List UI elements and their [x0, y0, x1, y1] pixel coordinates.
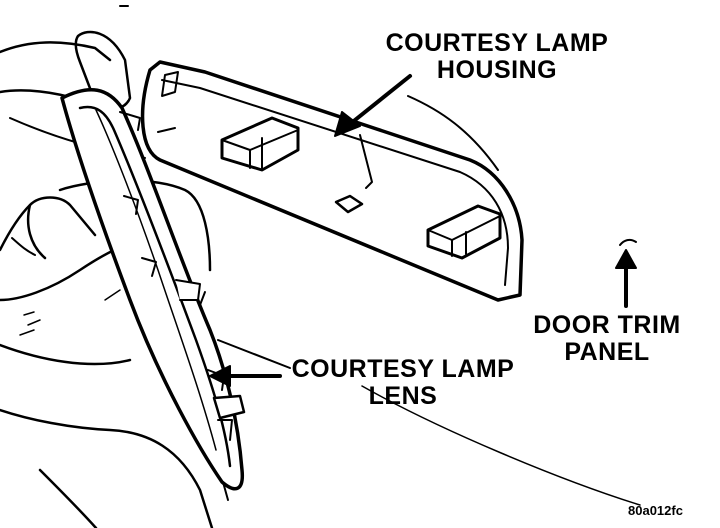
housing-label-line1: COURTESY LAMP [385, 29, 609, 57]
courtesy-lamp-lens [60, 88, 246, 491]
housing-leader-line [343, 74, 412, 130]
lens-label-line1: COURTESY LAMP [291, 355, 515, 383]
door-trim-label-line2: PANEL [564, 338, 650, 366]
courtesy-lamp-lens-label: COURTESY LAMP LENS [278, 356, 528, 410]
door-trim-label-line1: DOOR TRIM [533, 311, 681, 339]
lens-arrowhead [209, 365, 231, 387]
figure-id: 80a012fc [628, 503, 683, 518]
door-trim-arrowhead [615, 249, 637, 269]
housing-clip-left [220, 116, 300, 172]
courtesy-lamp-housing-label: COURTESY LAMP HOUSING [372, 30, 622, 84]
door-trim-panel-label: DOOR TRIM PANEL [532, 312, 682, 366]
housing-arrowhead [334, 111, 361, 137]
housing-clip-right [426, 204, 502, 260]
leader-arrows [209, 74, 637, 387]
courtesy-lamp-housing [140, 60, 524, 302]
housing-label-line2: HOUSING [436, 56, 558, 84]
lens-label-line2: LENS [368, 382, 438, 410]
housing-center-boss [334, 194, 364, 214]
